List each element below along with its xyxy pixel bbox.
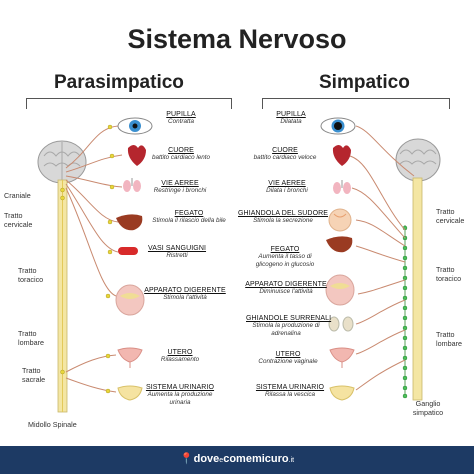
logo-pin-icon: 📍 (179, 453, 194, 465)
left-lungs-icon (123, 178, 141, 192)
right-liver-icon (326, 236, 353, 253)
right-organ-cuore: CUORE battito cardiaco veloce (240, 147, 330, 162)
organ-desc: Stimola la produzione di adrenalina (252, 322, 320, 337)
organ-name: UTERO (275, 351, 301, 358)
parasympathetic-title: Parasimpatico (54, 72, 184, 93)
parasympathetic-nerves (65, 125, 123, 393)
organ-name: FEGATO (174, 210, 204, 217)
organ-desc: Aumenta il tasso di glicogeno in glucosi… (255, 253, 315, 268)
brand-small: e (219, 457, 224, 464)
brand-tld: .it (288, 457, 295, 464)
right-bladder-icon (329, 385, 355, 401)
left-organ-pupilla: PUPILLA Contratta (148, 111, 214, 126)
organ-name: SISTEMA URINARIO (145, 384, 215, 391)
left-organ-sistema-urinario: SISTEMA URINARIO Aumenta la produzione u… (142, 384, 218, 406)
right-organ-sistema-urinario: SISTEMA URINARIO Rilassa la vescica (252, 384, 328, 399)
nervous-system-illustration (37, 117, 441, 413)
left-uterus-icon (117, 347, 143, 368)
sympathetic-ganglia (402, 225, 408, 399)
organ-desc: battito cardiaco veloce (253, 154, 317, 161)
label-cervicale-right: Tratto cervicale (436, 207, 465, 225)
left-heart-icon (127, 145, 146, 166)
organ-desc: Dilatata (280, 118, 302, 125)
organ-name: VIE AEREE (161, 180, 199, 187)
label-midollo: Midollo Spinale (28, 420, 77, 429)
organ-desc: Rilassamento (160, 356, 200, 363)
sympathetic-title: Simpatico (319, 72, 410, 93)
label-toracico-right: Tratto toracico (436, 265, 462, 283)
right-spine (412, 177, 423, 401)
right-digestive-icon (325, 274, 355, 306)
label-lombare-right: Tratto lombare (436, 330, 462, 348)
organ-desc: Ristretti (166, 252, 188, 259)
organ-name: APPARATO DIGERENTE (245, 281, 327, 288)
right-heart-icon (332, 145, 351, 166)
organ-desc: Contratta (168, 118, 194, 125)
left-eye-icon (117, 117, 153, 135)
page-title: Sistema Nervoso (127, 24, 347, 54)
right-organ-utero: UTERO Contrazione vaginale (248, 351, 328, 366)
organ-name: UTERO (167, 349, 193, 356)
organ-desc: battito cardiaco lento (151, 154, 211, 161)
left-brain-icon (37, 140, 87, 184)
organ-name: VIE AEREE (268, 180, 306, 187)
right-brain-icon (395, 138, 441, 182)
left-bladder-icon (117, 385, 143, 401)
right-lungs-icon (333, 180, 351, 194)
parasympathetic-ganglia (60, 124, 115, 394)
label-lombare-left: Tratto lombare (18, 329, 44, 347)
left-organ-utero: UTERO Rilassamento (150, 349, 210, 364)
sympathetic-nerves (349, 125, 415, 391)
organ-name: CUORE (168, 147, 194, 154)
left-organ-vie-aeree: VIE AEREE Restringe i bronchi (140, 180, 220, 195)
organ-desc: Contrazione vaginale (258, 358, 318, 365)
left-organ-fegato: FEGATO Stimola il rilascio della bile (140, 210, 238, 225)
organ-desc: Stimola la secrezione (253, 217, 313, 224)
organ-desc: Stimola l'attività (163, 294, 207, 301)
organ-desc: Diminuisce l'attività (259, 288, 313, 295)
label-cervicale-left: Tratto cervicale (4, 211, 33, 229)
label-craniale: Craniale (4, 191, 31, 200)
right-organ-apparato-digerente: APPARATO DIGERENTE Diminuisce l'attività (242, 281, 330, 296)
organ-name: GHIANDOLA DEL SUDORE (238, 210, 329, 217)
organ-name: PUPILLA (166, 111, 196, 118)
left-bracket (26, 98, 232, 109)
right-organ-pupilla: PUPILLA Dilatata (260, 111, 322, 126)
label-sacrale-left: Tratto sacrale (22, 366, 46, 384)
right-uterus-icon (329, 347, 355, 368)
right-sweat-gland-icon (328, 208, 352, 232)
left-blood-vessel-icon (118, 247, 138, 255)
right-organ-ghiandola-sudore: GHIANDOLA DEL SUDORE Stimola la secrezio… (238, 210, 328, 225)
right-eye-icon (320, 117, 356, 135)
right-organ-ghiandole-surrenali: GHIANDOLE SURRENALI Stimola la produzion… (246, 315, 332, 337)
organ-name: GHIANDOLE SURRENALI (246, 315, 332, 322)
left-organ-apparato-digerente: APPARATO DIGERENTE Stimola l'attività (140, 287, 230, 302)
organ-name: SISTEMA URINARIO (255, 384, 325, 391)
organ-name: PUPILLA (276, 111, 306, 118)
brand-main2: comemicuro (223, 453, 289, 465)
organ-desc: Aumenta la produzione urinaria (147, 391, 213, 406)
left-digestive-icon (115, 284, 145, 316)
organ-desc: Dilata i bronchi (266, 187, 308, 194)
organ-desc: Restringe i bronchi (153, 187, 207, 194)
left-organ-vasi-sanguigni: VASI SANGUIGNI Ristretti (142, 245, 212, 260)
organ-desc: Rilassa la vescica (264, 391, 316, 398)
left-organ-cuore: CUORE battito cardiaco lento (138, 147, 224, 162)
organ-name: APPARATO DIGERENTE (144, 287, 226, 294)
organ-name: VASI SANGUIGNI (147, 245, 207, 252)
organ-name: CUORE (272, 147, 298, 154)
organ-name: FEGATO (270, 246, 300, 253)
right-adrenal-icon (328, 316, 354, 332)
left-liver-icon (116, 214, 143, 231)
label-toracico-left: Tratto toracico (18, 266, 44, 284)
footer-bar (0, 446, 474, 474)
label-ganglio: Ganglio simpatico (412, 399, 444, 417)
brand-main: dove (193, 453, 220, 465)
footer-logo[interactable]: 📍doveecomemicuro.it (0, 452, 474, 465)
right-organ-fegato: FEGATO Aumenta il tasso di glicogeno in … (250, 246, 320, 268)
right-organ-vie-aeree: VIE AEREE Dilata i bronchi (252, 180, 322, 195)
organ-desc: Stimola il rilascio della bile (152, 217, 226, 224)
right-bracket (262, 98, 450, 109)
